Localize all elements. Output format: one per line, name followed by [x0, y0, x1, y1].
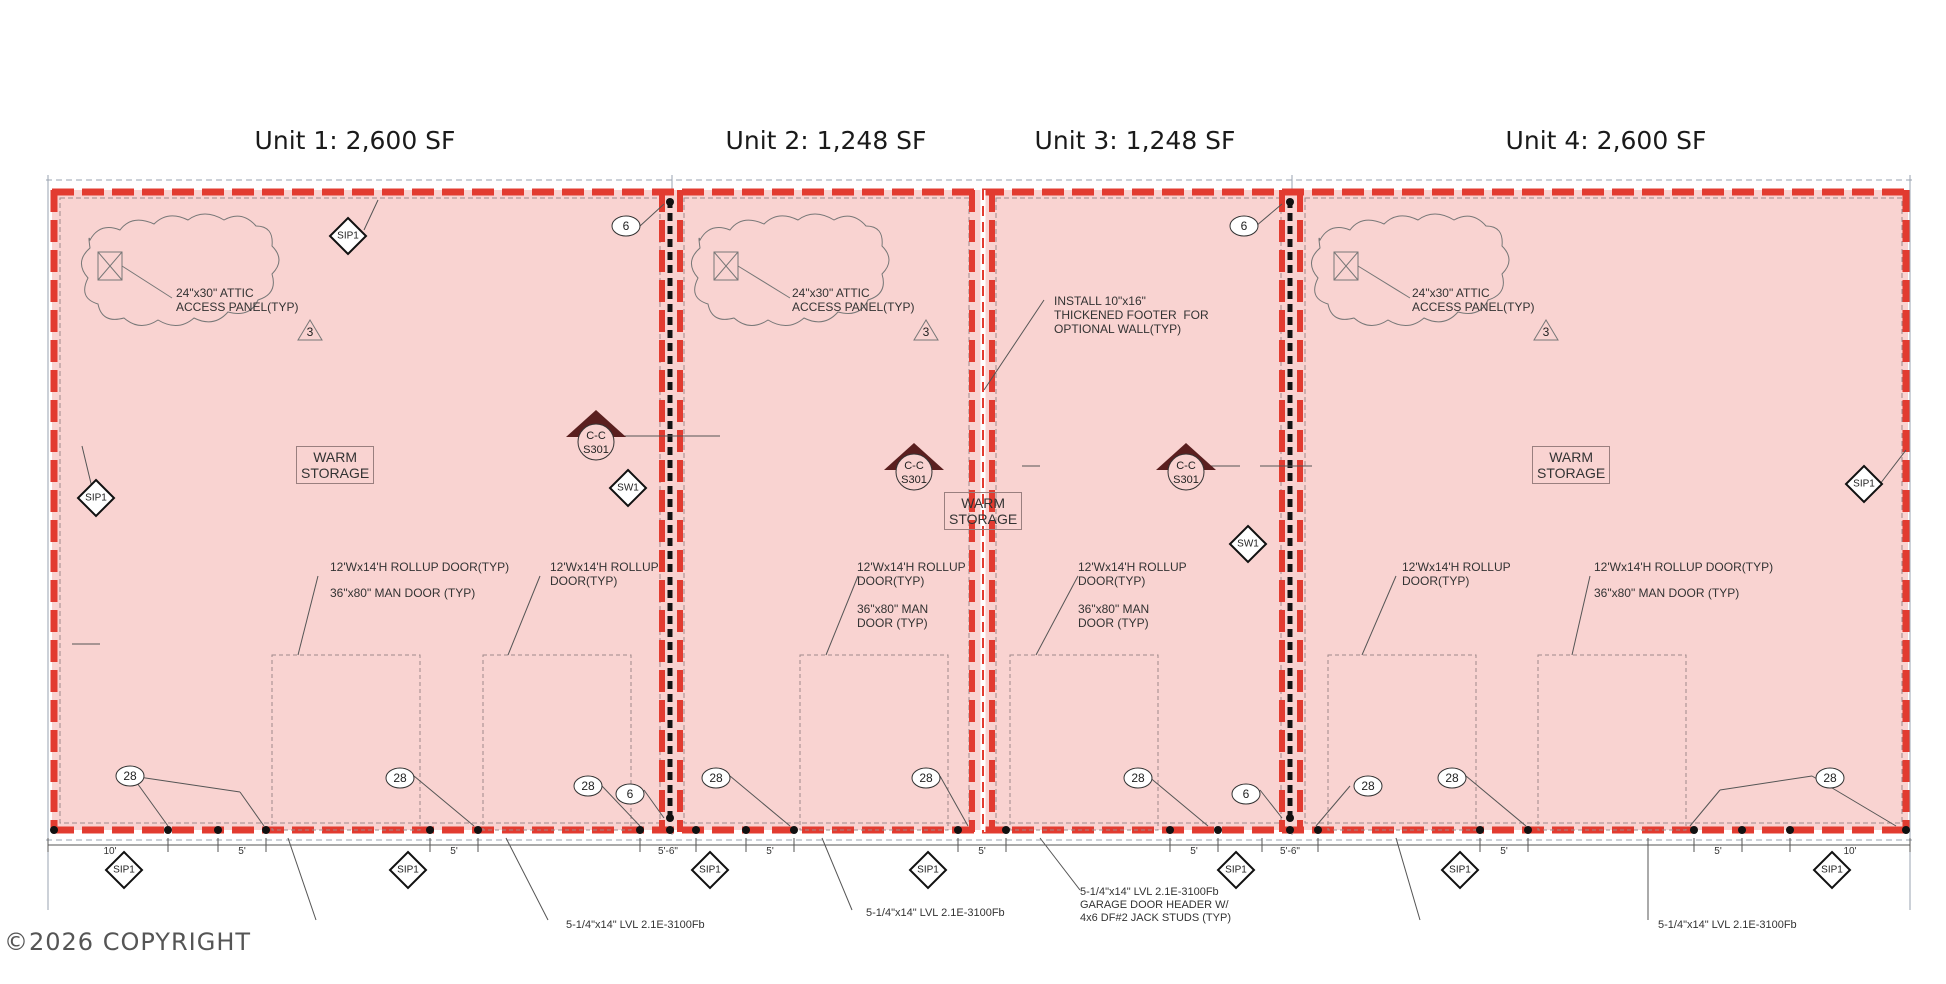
header-note-b: 5-1/4"x14" LVL 2.1E-3100Fb: [866, 907, 1005, 919]
detail-tag-6-b: 6: [1240, 219, 1248, 233]
revision-tag-1: 3: [306, 325, 314, 339]
sw-tag-2: SW1: [1237, 538, 1259, 550]
rollup-door-note-u4a: 12'Wx14'H ROLLUP DOOR(TYP): [1402, 560, 1511, 588]
rollup-door-note-u2: 12'Wx14'H ROLLUP DOOR(TYP): [857, 560, 966, 588]
dim-10-left: 10': [103, 846, 117, 857]
dim-5-d: 5': [978, 846, 986, 857]
detail-tag-6-c: 6: [626, 787, 634, 801]
column-dots: [50, 198, 1910, 834]
section-tag-2-bottom: S301: [901, 474, 927, 486]
detail-tag-28-e: 28: [919, 771, 933, 785]
unit-1-title: Unit 1: 2,600 SF: [254, 126, 456, 155]
unit-3-title: Unit 3: 1,248 SF: [1034, 126, 1236, 155]
header-note-d: 5-1/4"x14" LVL 2.1E-3100Fb: [1658, 919, 1797, 928]
unit-4-title: Unit 4: 2,600 SF: [1505, 126, 1707, 155]
copyright-text: ©2026 COPYRIGHT: [4, 928, 252, 956]
detail-tag-6-a: 6: [622, 219, 630, 233]
attic-note-unit-1: 24"x30" ATTIC ACCESS PANEL(TYP): [176, 286, 299, 314]
detail-tag-28-g: 28: [1361, 779, 1375, 793]
dim-5-b: 5': [450, 846, 458, 857]
detail-tag-28-b: 28: [393, 771, 407, 785]
room-label-unit-2-3: WARM STORAGE: [944, 492, 1023, 530]
dim-5-e: 5': [1190, 846, 1198, 857]
sip-tag-right: SIP1: [1853, 478, 1875, 490]
section-tag-1-bottom: S301: [583, 444, 609, 456]
detail-tag-28-h: 28: [1445, 771, 1459, 785]
header-note-c: 5-1/4"x14" LVL 2.1E-3100Fb GARAGE DOOR H…: [1080, 886, 1231, 924]
ellipse-tags: [115, 215, 1845, 805]
dimension-lines: [47, 838, 1911, 852]
diamond-tags: [76, 216, 1884, 890]
dim-5-6-a: 5'-6": [658, 846, 678, 857]
revision-tag-2: 3: [922, 325, 930, 339]
header-note-a: 5-1/4"x14" LVL 2.1E-3100Fb: [566, 919, 705, 928]
detail-tag-28-a: 28: [123, 769, 137, 783]
attic-note-unit-4: 24"x30" ATTIC ACCESS PANEL(TYP): [1412, 286, 1535, 314]
sip-tag-left: SIP1: [85, 492, 107, 504]
rollup-door-note-u1a: 12'Wx14'H ROLLUP DOOR(TYP): [330, 560, 510, 574]
demising-walls: [659, 190, 1303, 832]
rollup-door-note-u4b: 12'Wx14'H ROLLUP DOOR(TYP): [1594, 560, 1774, 574]
section-markers: [566, 410, 1216, 491]
thickened-footer-note: INSTALL 10"x16" THICKENED FOOTER FOR OPT…: [1054, 294, 1209, 336]
sip-tag-top: SIP1: [337, 230, 359, 242]
man-door-note-u3: 36"x80" MAN DOOR (TYP): [1078, 602, 1150, 630]
attic-note-unit-2: 24"x30" ATTIC ACCESS PANEL(TYP): [792, 286, 915, 314]
room-label-unit-1: WARM STORAGE: [296, 446, 375, 484]
dim-5-a: 5': [238, 846, 246, 857]
revision-tag-3: 3: [1542, 325, 1550, 339]
sip-tag-b2: SIP1: [397, 864, 419, 876]
detail-tag-28-i: 28: [1823, 771, 1837, 785]
dim-5-c: 5': [766, 846, 774, 857]
room-label-unit-4: WARM STORAGE: [1532, 446, 1611, 484]
sip-tag-b4: SIP1: [917, 864, 939, 876]
dim-10-right: 10': [1843, 846, 1857, 857]
dim-5-f: 5': [1500, 846, 1508, 857]
detail-tag-28-c: 28: [581, 779, 595, 793]
unit-2-title: Unit 2: 1,248 SF: [725, 126, 927, 155]
rollup-door-note-u1b: 12'Wx14'H ROLLUP DOOR(TYP): [550, 560, 659, 588]
attic-clouds: [81, 213, 1559, 341]
floor-fill: [52, 190, 1908, 830]
sip-tag-b1: SIP1: [113, 864, 135, 876]
sip-tag-b7: SIP1: [1821, 864, 1843, 876]
section-tag-3-top: C-C: [1176, 460, 1196, 472]
sip-tag-b3: SIP1: [699, 864, 721, 876]
rollup-door-note-u3: 12'Wx14'H ROLLUP DOOR(TYP): [1078, 560, 1187, 588]
sip-tag-b6: SIP1: [1449, 864, 1471, 876]
sw-tag-1: SW1: [617, 482, 639, 494]
detail-tag-28-d: 28: [709, 771, 723, 785]
detail-tag-6-d: 6: [1242, 787, 1250, 801]
man-door-note-u2: 36"x80" MAN DOOR (TYP): [857, 602, 929, 630]
detail-tag-28-f: 28: [1131, 771, 1145, 785]
section-tag-1-top: C-C: [586, 430, 606, 442]
dim-5-6-b: 5'-6": [1280, 846, 1300, 857]
man-door-note-u4: 36"x80" MAN DOOR (TYP): [1594, 586, 1740, 600]
dim-5-g: 5': [1714, 846, 1722, 857]
man-door-note-u1: 36"x80" MAN DOOR (TYP): [330, 586, 476, 600]
section-tag-2-top: C-C: [904, 460, 924, 472]
door-outlines: [271, 654, 1687, 831]
section-tag-3-bottom: S301: [1173, 474, 1199, 486]
sip-tag-b5: SIP1: [1225, 864, 1247, 876]
